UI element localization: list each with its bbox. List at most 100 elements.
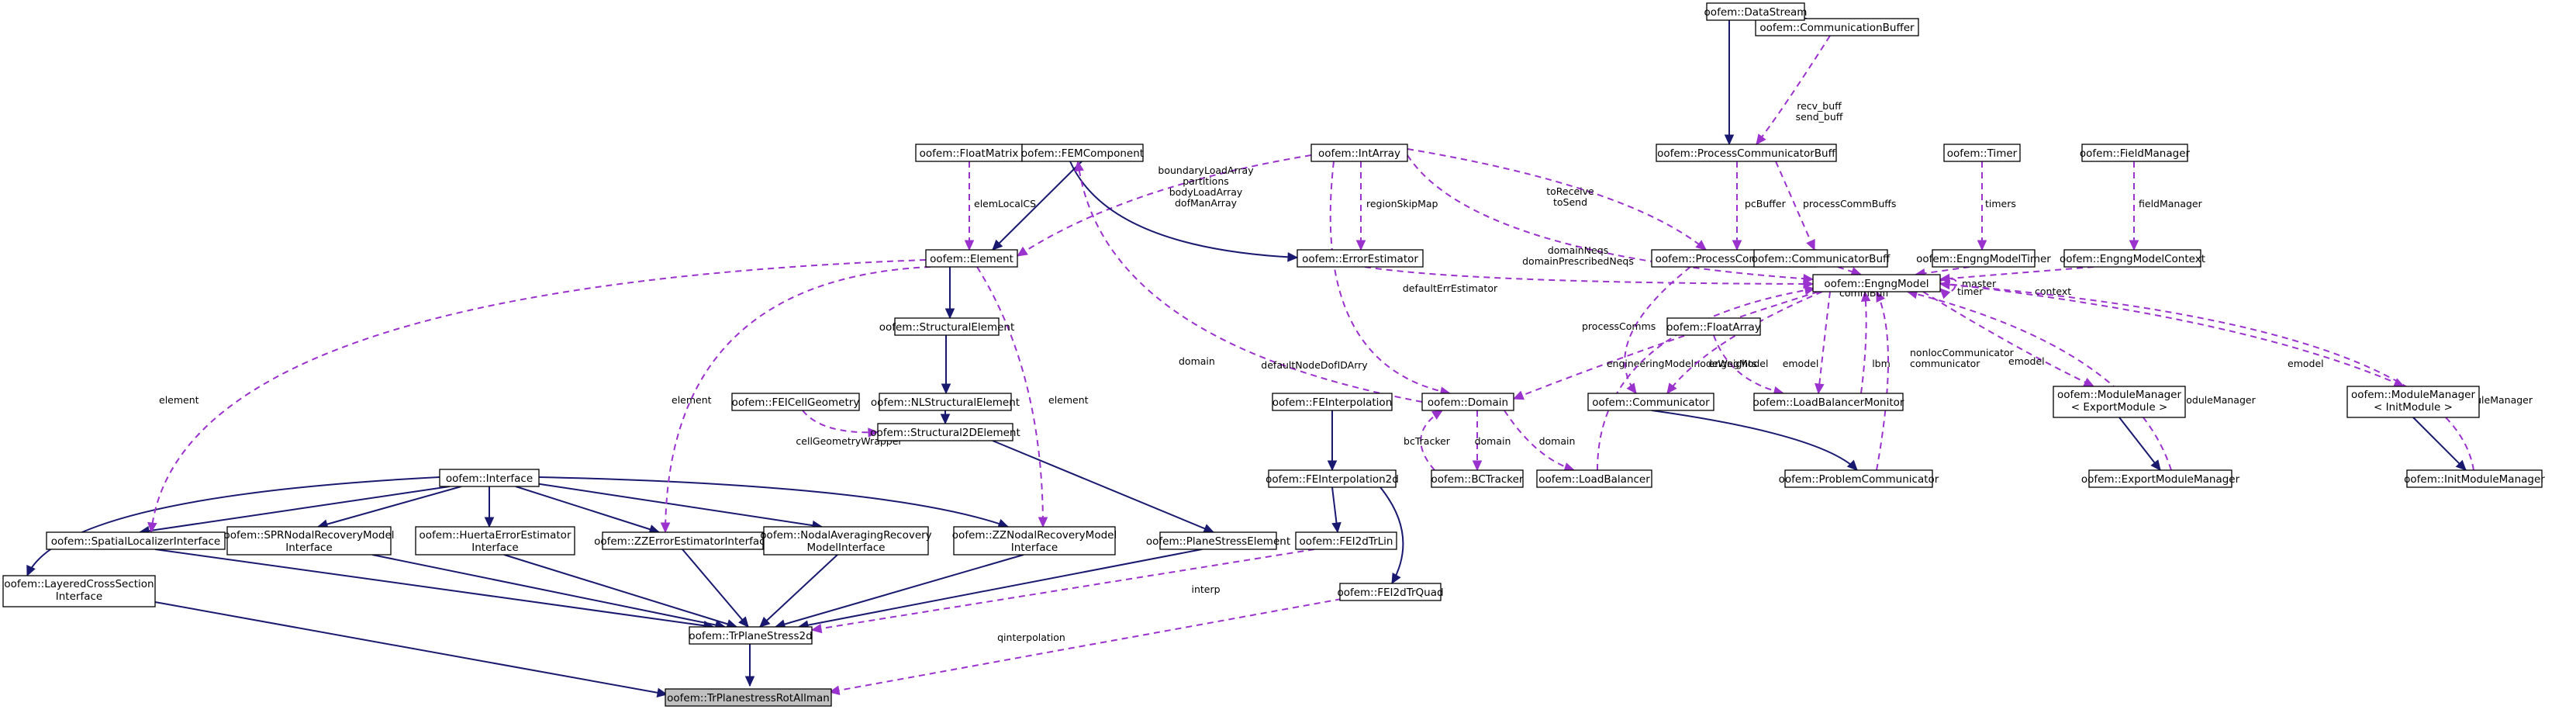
class-box[interactable]	[1021, 144, 1144, 162]
class-node-modmgrexp[interactable]: oofem::ModuleManager< ExportModule >	[2053, 386, 2186, 418]
class-box[interactable]	[1587, 393, 1714, 411]
class-node-s2d[interactable]: oofem::Structural2DElement	[870, 423, 1020, 441]
class-node-feinterp2d[interactable]: oofem::FEInterpolation2d	[1266, 469, 1399, 488]
class-box[interactable]	[1310, 144, 1408, 162]
inheritance-arrowhead	[1287, 252, 1299, 262]
class-box[interactable]	[602, 531, 764, 550]
class-box[interactable]	[2081, 144, 2188, 162]
class-node-timer[interactable]: oofem::Timer	[1943, 144, 2021, 162]
edge-line	[682, 549, 749, 628]
class-node-communicator[interactable]: oofem::Communicator	[1587, 393, 1714, 411]
class-box[interactable]	[1421, 393, 1514, 411]
class-box[interactable]	[1297, 249, 1424, 268]
class-node-initmodmgr[interactable]: oofem::InitModuleManager	[2404, 469, 2545, 488]
class-node-lbmonitor[interactable]: oofem::LoadBalancerMonitor	[1753, 393, 1904, 411]
class-node-fieldmgr[interactable]: oofem::FieldManager	[2080, 144, 2191, 162]
class-box[interactable]	[1268, 469, 1397, 488]
class-node-feinterp[interactable]: oofem::FEInterpolation	[1272, 393, 1393, 411]
class-node-engng[interactable]: oofem::EngngModel	[1812, 274, 1941, 292]
class-node-element[interactable]: oofem::Element	[925, 249, 1018, 268]
class-node-floatarray[interactable]: oofem::FloatArray	[1666, 317, 1761, 336]
class-box[interactable]	[439, 469, 540, 487]
class-box[interactable]	[925, 249, 1018, 268]
class-box[interactable]	[1812, 274, 1941, 292]
class-box[interactable]	[953, 526, 1116, 556]
class-node-intarray[interactable]: oofem::IntArray	[1310, 144, 1408, 162]
class-node-domain[interactable]: oofem::Domain	[1421, 393, 1514, 411]
class-box[interactable]	[1159, 531, 1277, 550]
class-node-engngtimer[interactable]: oofem::EngngModelTimer	[1916, 249, 2051, 268]
class-box[interactable]	[879, 393, 1012, 411]
class-node-commbuffer[interactable]: oofem::CommunicationBuffer	[1755, 18, 1919, 36]
class-box[interactable]	[1295, 531, 1397, 550]
edge-bctracker-to-domain: bcTracker	[1404, 410, 1451, 471]
class-node-errest[interactable]: oofem::ErrorEstimator	[1297, 249, 1424, 268]
class-node-commbuff[interactable]: oofem::CommunicatorBuff	[1752, 249, 1891, 268]
class-box[interactable]	[2053, 386, 2186, 418]
class-node-fei2dtrlin[interactable]: oofem::FEI2dTrLin	[1295, 531, 1397, 550]
class-box[interactable]	[1753, 249, 1888, 268]
class-node-modmgrinit[interactable]: oofem::ModuleManager< InitModule >	[2346, 386, 2480, 418]
inheritance-arrowhead	[738, 616, 749, 628]
class-node-nodalavg[interactable]: oofem::NodalAveragingRecoveryModelInterf…	[760, 526, 932, 556]
class-box[interactable]	[1272, 393, 1393, 411]
class-box[interactable]	[1755, 18, 1919, 36]
class-node-floatmatrix[interactable]: oofem::FloatMatrix	[915, 144, 1023, 162]
edge-label: lbm	[1872, 358, 1891, 369]
class-node-fei2dtrquad[interactable]: oofem::FEI2dTrQuad	[1337, 583, 1444, 601]
edge-line	[154, 549, 714, 628]
class-box[interactable]	[689, 626, 813, 645]
class-node-datastream[interactable]: oofem::DataStream	[1704, 2, 1808, 21]
class-box[interactable]	[1943, 144, 2021, 162]
class-box[interactable]	[1666, 317, 1761, 336]
class-box[interactable]	[2088, 469, 2232, 488]
class-node-trps2d[interactable]: oofem::TrPlaneStress2d	[689, 626, 813, 645]
edge-huerta-to-trps2d	[503, 554, 738, 629]
class-box[interactable]	[46, 531, 226, 550]
class-box[interactable]	[1339, 583, 1442, 601]
class-node-feicell[interactable]: oofem::FEICellGeometry	[731, 393, 860, 411]
class-box[interactable]	[1706, 2, 1805, 21]
class-box[interactable]	[1656, 144, 1837, 162]
class-node-loadbalancer[interactable]: oofem::LoadBalancer	[1536, 469, 1652, 488]
class-box[interactable]	[877, 423, 1013, 441]
class-node-proccommbuff[interactable]: oofem::ProcessCommunicatorBuff	[1656, 144, 1837, 162]
class-name: oofem::EngngModel	[1824, 278, 1929, 290]
class-box[interactable]	[894, 317, 1000, 336]
class-node-pse[interactable]: oofem::PlaneStressElement	[1146, 531, 1290, 550]
class-node-probcomm[interactable]: oofem::ProblemCommunicator	[1779, 469, 1939, 488]
class-box[interactable]	[2, 575, 156, 607]
edge-intarray-to-domain: defaultNodeDofIDArry	[1261, 161, 1452, 396]
class-box[interactable]	[2063, 249, 2201, 268]
class-node-root[interactable]: oofem::TrPlanestressRotAllman	[665, 688, 832, 707]
class-box[interactable]	[415, 526, 575, 556]
class-box[interactable]	[1932, 249, 2036, 268]
usage-arrowhead	[1876, 290, 1885, 303]
class-node-se[interactable]: oofem::StructuralElement	[879, 317, 1015, 336]
class-box[interactable]	[763, 526, 929, 556]
class-node-spatial[interactable]: oofem::SpatialLocalizerInterface	[46, 531, 226, 550]
class-node-interface[interactable]: oofem::Interface	[439, 469, 540, 487]
class-box[interactable]	[226, 526, 392, 556]
class-box[interactable]	[1784, 469, 1933, 488]
class-node-nlse[interactable]: oofem::NLStructuralElement	[871, 393, 1020, 411]
class-node-expmodmgr[interactable]: oofem::ExportModuleManager	[2081, 469, 2240, 488]
class-box[interactable]	[665, 688, 832, 707]
edge-line	[1407, 148, 1707, 251]
class-node-zzerr[interactable]: oofem::ZZErrorEstimatorInterface	[594, 531, 772, 550]
class-node-engngctx[interactable]: oofem::EngngModelContext	[2060, 249, 2205, 268]
class-node-bctracker[interactable]: oofem::BCTracker	[1431, 469, 1524, 488]
class-box[interactable]	[1536, 469, 1652, 488]
class-box[interactable]	[1431, 469, 1524, 488]
class-box[interactable]	[2346, 386, 2480, 418]
usage-arrowhead	[1038, 517, 1048, 528]
class-node-femcomp[interactable]: oofem::FEMComponent	[1021, 144, 1144, 162]
class-box[interactable]	[1753, 393, 1904, 411]
edge-intarray-to-errest: regionSkipMap	[1355, 161, 1438, 251]
class-box[interactable]	[731, 393, 860, 411]
class-box[interactable]	[2406, 469, 2543, 488]
